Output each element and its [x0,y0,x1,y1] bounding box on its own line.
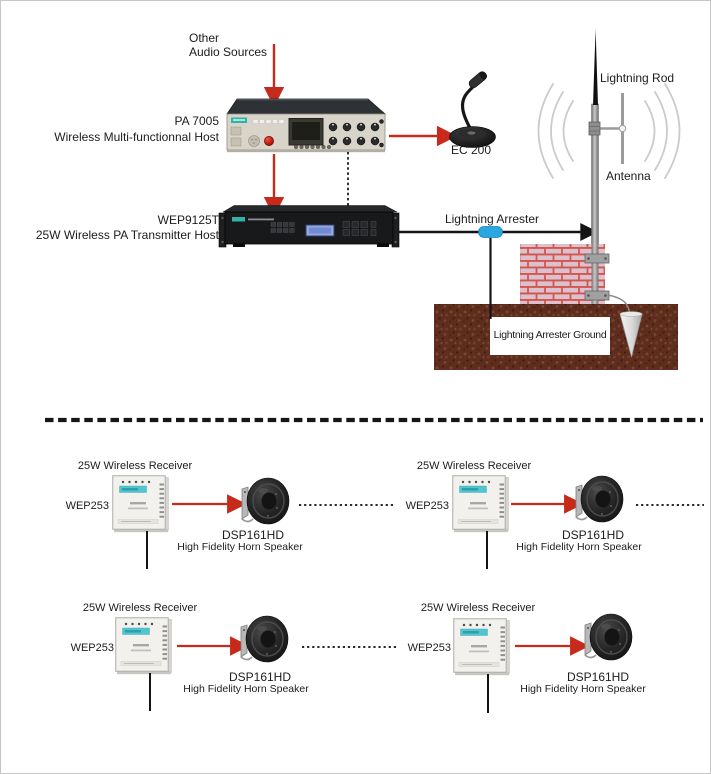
receiver-title: 25W Wireless Receiver [77,460,193,472]
receiver-title: 25W Wireless Receiver [416,460,532,472]
pa7005-device [226,98,387,153]
speaker-desc: High Fidelity Horn Speaker [520,683,646,695]
receiver-model: WEP253 [405,500,449,512]
ec200-microphone [449,71,496,148]
lightning-rod [593,29,598,105]
speaker-desc: High Fidelity Horn Speaker [516,541,642,553]
horn-speaker [584,613,633,661]
speaker-model: DSP161HD [561,528,625,542]
receiver-title: 25W Wireless Receiver [420,602,536,614]
dotted-link [299,504,704,648]
receiver-unit [115,615,289,711]
signal-waves-icon [537,83,681,179]
ground-label-box [490,317,610,355]
pa7005-model: PA 7005 [174,114,219,128]
arrester-ground-label: Lightning Arrester Ground [493,329,607,341]
receiver-title: 25W Wireless Receiver [82,602,198,614]
speaker-desc: High Fidelity Horn Speaker [177,541,303,553]
receiver-model: WEP253 [70,642,114,654]
transmitter-label: WEP9125T 25W Wireless PA Transmitter Hos… [19,213,219,243]
wep253-device [115,617,172,675]
horn-speaker [575,475,624,523]
earth-ground [434,294,678,370]
speaker-desc: High Fidelity Horn Speaker [183,683,309,695]
wep253-device [452,475,509,533]
transmitter-name: 25W Wireless PA Transmitter Host [35,228,219,243]
receiver-unit [453,613,633,713]
pa7005-name: Wireless Multi-functionnal Host [54,130,219,145]
lightning-arrester-label: Lightning Arrester [444,212,540,226]
wep253-device [112,475,169,533]
audio-sources-label: Other Audio Sources [189,31,268,60]
receiver-model: WEP253 [65,500,109,512]
speaker-model: DSP161HD [228,670,292,684]
lightning-rod-label: Lightning Rod [600,71,675,85]
horn-speaker [241,477,290,525]
receiver-unit [452,475,624,569]
antenna-label: Antenna [606,169,651,183]
ec200-label: EC 200 [450,143,492,157]
wep253-device [453,618,510,676]
lightning-arrester [478,226,503,238]
ground-rod [619,311,643,358]
speaker-model: DSP161HD [221,528,285,542]
pa7005-label: PA 7005 Wireless Multi-functionnal Host [31,114,219,145]
transmitter-model: WEP9125T [157,213,219,227]
receiver-model: WEP253 [407,642,451,654]
speaker-model: DSP161HD [566,670,630,684]
wep9125t-device [218,205,400,248]
horn-speaker [240,615,289,663]
receiver-unit [112,475,290,569]
brick-wall [520,244,610,307]
